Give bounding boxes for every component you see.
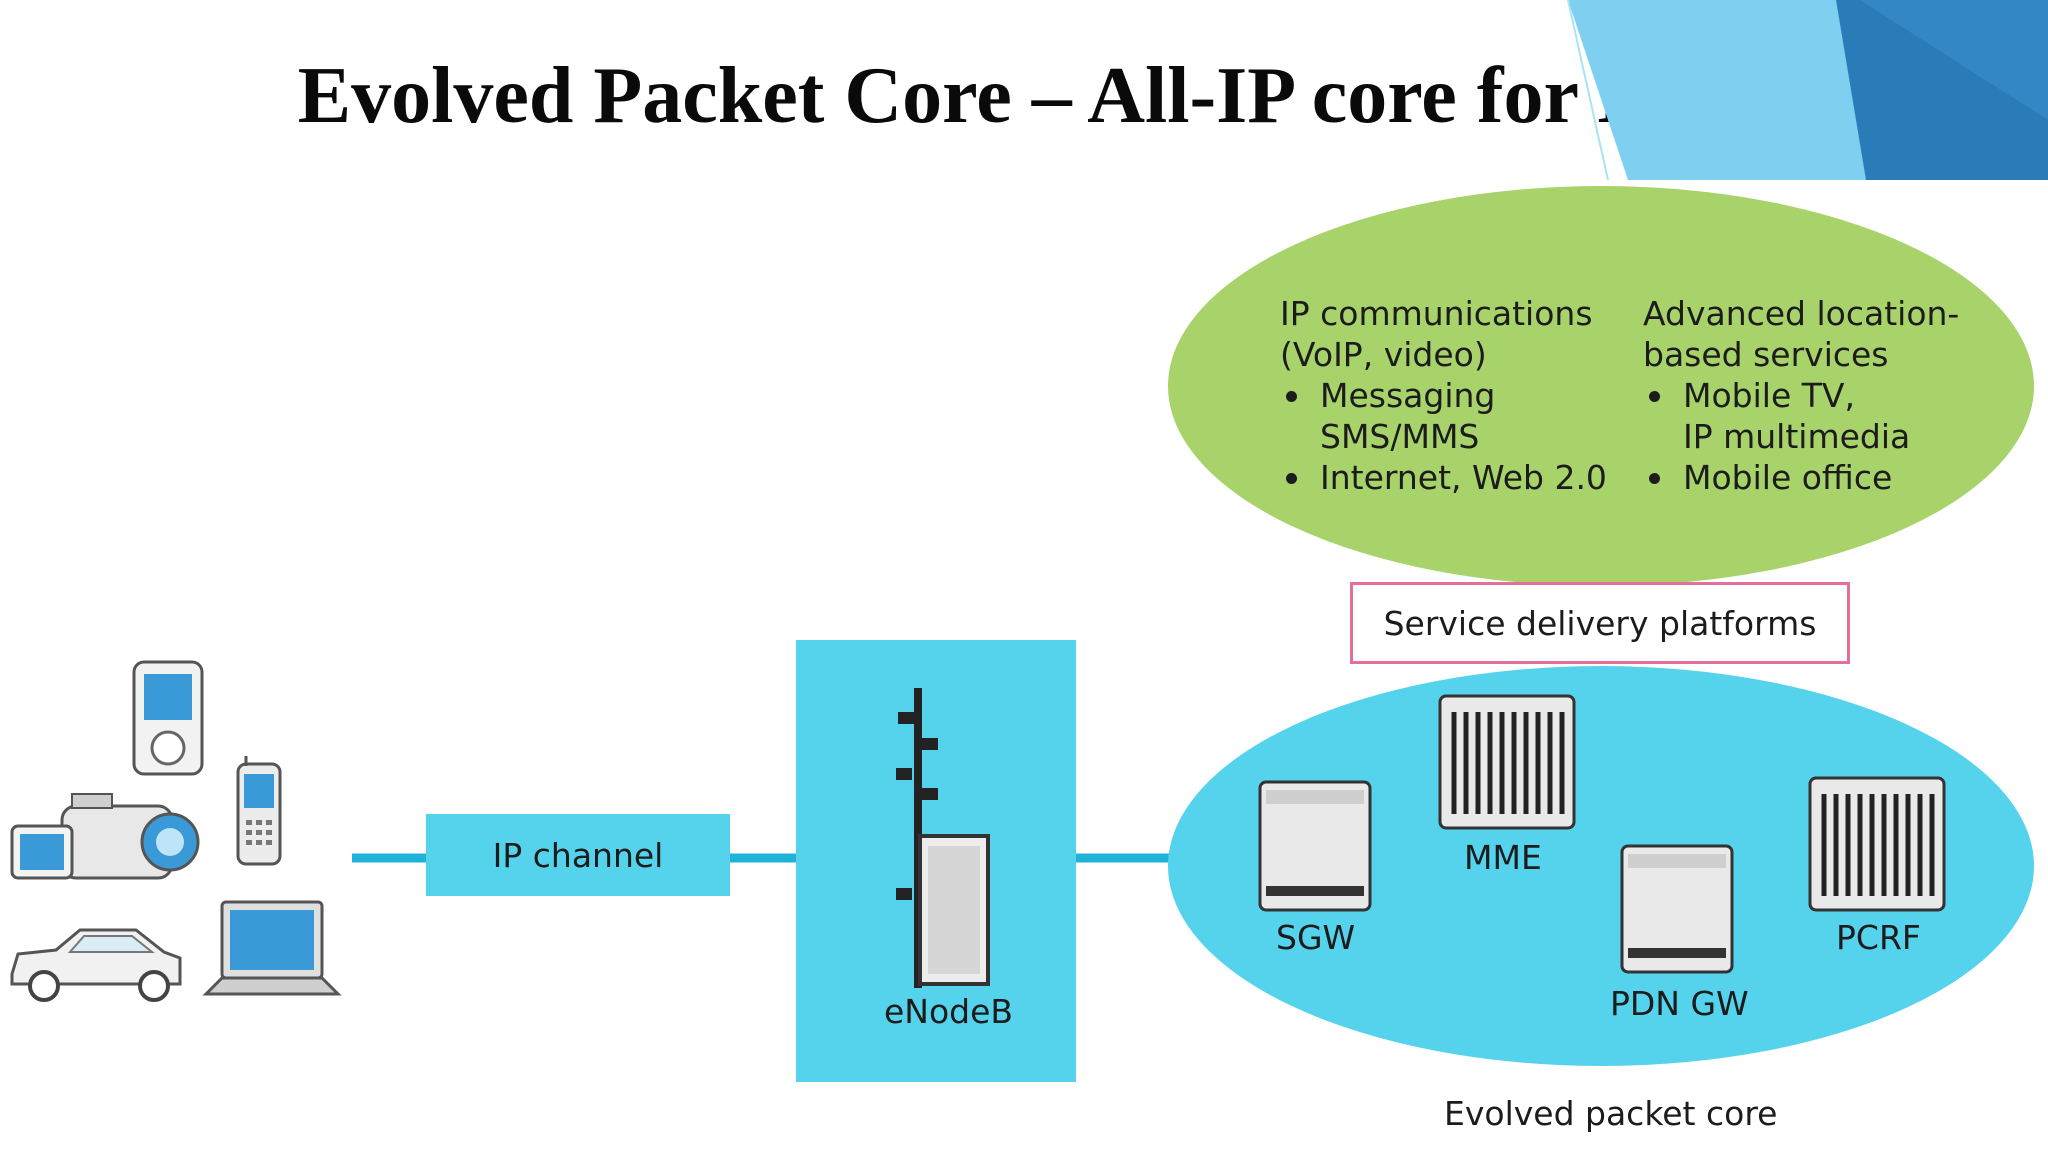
service-delivery-platforms-box: Service delivery platforms	[1350, 582, 1850, 664]
pdn-gw-label: PDN GW	[1610, 984, 1749, 1023]
laptop-icon	[202, 900, 342, 996]
pdn-gw-server-icon	[1620, 844, 1734, 974]
services-left-heading: IP communications (VoIP, video)	[1280, 294, 1593, 374]
camcorder-icon	[10, 793, 200, 880]
sgw-label: SGW	[1276, 918, 1356, 957]
services-ellipse	[1168, 186, 2034, 586]
ip-channel-box: IP channel	[426, 814, 730, 896]
pcrf-label: PCRF	[1836, 918, 1921, 957]
services-right-heading: Advanced location- based services	[1643, 294, 1960, 374]
media-player-icon	[132, 660, 204, 776]
base-station-cabinet-icon	[918, 834, 990, 986]
evolved-packet-core-caption: Evolved packet core	[1444, 1094, 1778, 1133]
service-item: Internet, Web 2.0	[1280, 457, 1620, 498]
mme-label: MME	[1464, 838, 1542, 877]
services-column-right: Advanced location- based services Mobile…	[1643, 293, 2013, 498]
services-column-left: IP communications (VoIP, video) Messagin…	[1280, 293, 1620, 498]
slide-title: Evolved Packet Core – All-IP core for LT…	[297, 52, 1751, 140]
car-icon	[10, 928, 182, 1002]
mme-rack-icon	[1438, 694, 1576, 830]
sgw-server-icon	[1258, 780, 1372, 912]
service-item: Mobile TV, IP multimedia	[1643, 375, 2013, 457]
service-item: Mobile office	[1643, 457, 2013, 498]
service-item: Messaging SMS/MMS	[1280, 375, 1620, 457]
pcrf-rack-icon	[1808, 776, 1946, 912]
decorative-corner-shapes	[1567, 0, 2048, 180]
enodeb-label: eNodeB	[884, 992, 1014, 1031]
mobile-phone-icon	[236, 756, 282, 866]
